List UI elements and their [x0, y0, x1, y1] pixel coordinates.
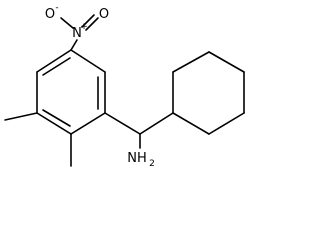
ring-bond-top-left-inner [42, 57, 71, 76]
nitro-n-o-left-bond [60, 17, 74, 29]
molecule-drawing: O - N + O NH 2 [4, 3, 245, 169]
amine-nitrogen-label: NH [127, 151, 147, 166]
nitro-oxygen-right-label: O [99, 7, 109, 22]
ring-bond-top-right [70, 49, 106, 73]
amine-subscript: 2 [149, 159, 155, 169]
nitro-n-o-right-bond-1 [81, 14, 95, 28]
nitro-n-ring-bond [70, 39, 78, 51]
cyclohexane-bond-6 [172, 112, 210, 135]
methyl-bond-left [4, 112, 38, 121]
nitro-nitrogen-charge: + [80, 22, 88, 32]
nitro-oxygen-left-charge: - [55, 3, 58, 13]
ring-to-ch-bond [104, 112, 141, 135]
structure-diagram: O - N + O NH 2 [4, 3, 245, 169]
ch-to-cyclohexyl-bond [139, 112, 174, 135]
ring-bond-bottom-left-inner [42, 109, 71, 127]
cyclohexane-bond-2 [172, 51, 210, 73]
ring-bond-bottom-right [70, 112, 106, 135]
nitro-n-o-right-bond-2 [85, 17, 99, 31]
cyclohexane-bond-5 [208, 112, 245, 135]
ring-bond-top-left [36, 49, 72, 73]
cyclohexane-bond-3 [208, 51, 245, 73]
ring-bond-bottom-left [36, 112, 72, 135]
nitro-nitrogen-label: N [72, 26, 82, 41]
nitro-oxygen-left-label: O [45, 7, 55, 22]
